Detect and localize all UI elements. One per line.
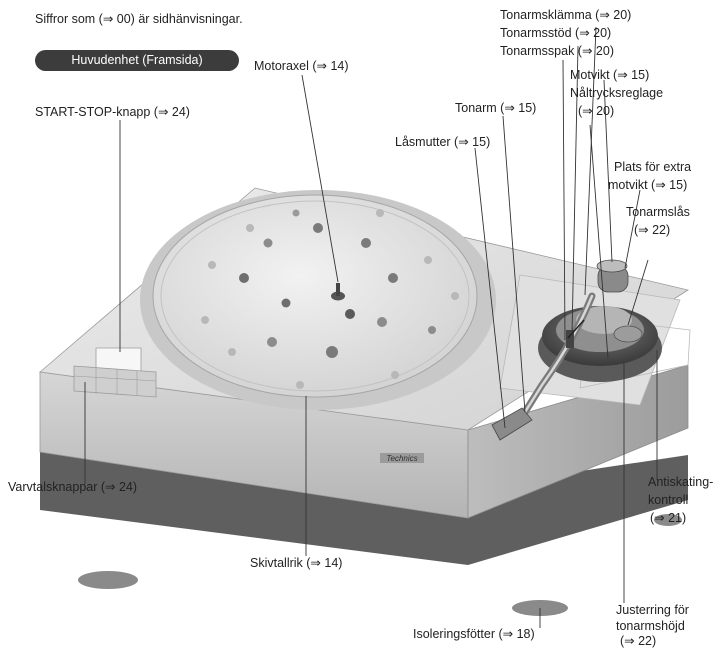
label-plats-extra: Plats för extra [614, 160, 692, 174]
label-tonarm: Tonarm (⇒ 15) [455, 101, 537, 115]
page-reference-note: Siffror som (⇒ 00) är sidhänvisningar. [35, 12, 243, 26]
label-start-stop: START-STOP-knapp (⇒ 24) [35, 105, 190, 119]
label-motoraxel: Motoraxel (⇒ 14) [254, 59, 349, 73]
label-tonarmsstod: Tonarmsstöd (⇒ 20) [500, 26, 612, 40]
label-motvikt: Motvikt (⇒ 15) [570, 68, 650, 82]
leader-lines [84, 26, 658, 628]
label-justerring: Justerring för [616, 603, 689, 617]
label-tonarmslas-ref: (⇒ 22) [634, 223, 671, 237]
label-justerring-ref: (⇒ 22) [620, 634, 657, 648]
label-naltrycksreglage-ref: (⇒ 20) [578, 104, 615, 118]
label-skivtallrik: Skivtallrik (⇒ 14) [250, 556, 343, 570]
label-tonarmsspak: Tonarmsspak (⇒ 20) [500, 44, 614, 58]
tonearm-assembly [491, 259, 662, 441]
section-pill: Huvudenhet (Framsida) [35, 50, 239, 71]
label-lasmutter: Låsmutter (⇒ 15) [395, 135, 491, 149]
label-tonarmsklamma: Tonarmsklämma (⇒ 20) [500, 8, 632, 22]
label-tonarmslas: Tonarmslås [626, 205, 690, 219]
label-antiskating-2: kontroll [648, 493, 689, 507]
label-plats-extra-ref: motvikt (⇒ 15) [608, 178, 688, 192]
platter [140, 190, 496, 410]
label-justerring-2: tonarmshöjd [616, 619, 685, 633]
label-antiskating-ref: (⇒ 21) [650, 511, 687, 525]
front-control-panel [73, 347, 157, 398]
label-isoleringsfotter: Isoleringsfötter (⇒ 18) [413, 627, 535, 641]
brand-logo: Technics [386, 454, 417, 463]
label-antiskating: Antiskating- [648, 475, 714, 489]
label-naltrycksreglage: Nåltrycksreglage [570, 86, 664, 100]
label-varvtalsknappar: Varvtalsknappar (⇒ 24) [8, 480, 138, 494]
